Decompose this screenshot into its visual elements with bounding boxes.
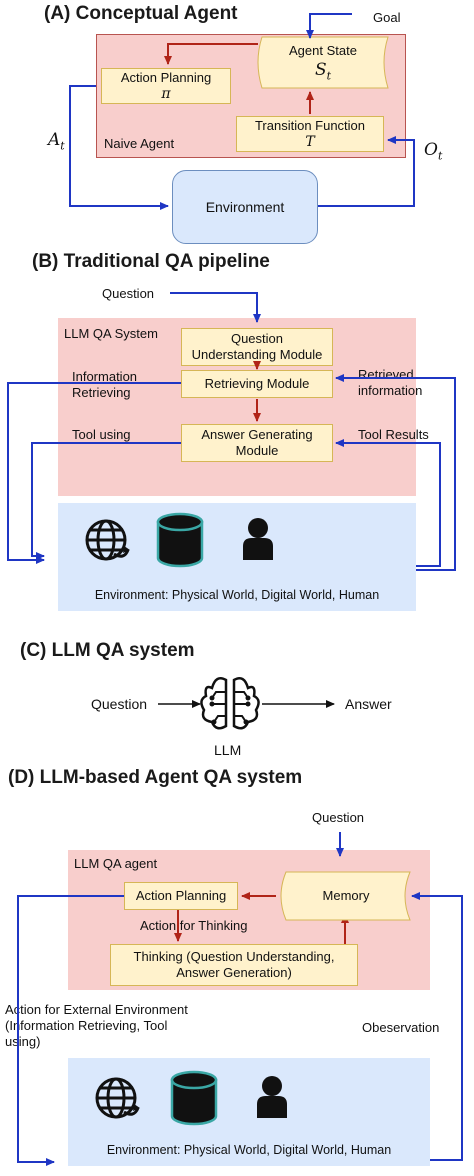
naive-agent-label: Naive Agent [104, 136, 175, 151]
retrieved-info-line2: information [358, 383, 423, 398]
question-label-c: Question [91, 696, 148, 712]
tool-using-label: Tool using [72, 427, 131, 442]
qu-module-line1: Question [230, 331, 284, 347]
llm-brain-icon [200, 677, 260, 730]
observation-symbol: Ot [424, 140, 443, 163]
question-label-b: Question [102, 286, 155, 301]
info-retrieving-line1: Information [72, 369, 138, 384]
agent-state-node: Agent State St [258, 43, 388, 82]
thinking-box: Thinking (Question Understanding, Answer… [110, 944, 358, 986]
question-understanding-module: Question Understanding Module [181, 328, 333, 366]
panel-d-title: (D) LLM-based Agent QA system [8, 767, 303, 788]
llm-qa-agent-label: LLM QA agent [74, 856, 158, 871]
environment-box-a: Environment [172, 170, 318, 244]
environment-label-b: Environment: Physical World, Digital Wor… [94, 588, 380, 602]
action-planning-label-d: Action Planning [135, 888, 227, 904]
answer-module-line1: Answer Generating [201, 427, 313, 443]
agent-state-label: Agent State [289, 43, 357, 58]
question-label-d: Question [312, 810, 365, 825]
answer-module-line2: Module [235, 443, 279, 458]
info-retrieving-line2: Retrieving [72, 385, 131, 400]
external-action-line2: (Information Retrieving, Tool [5, 1018, 168, 1033]
panel-a-title: (A) Conceptual Agent [44, 3, 238, 24]
retrieving-module-label: Retrieving Module [204, 376, 310, 392]
agent-state-subscript: t [326, 68, 332, 82]
qu-module-line2: Understanding Module [191, 347, 323, 362]
transition-function-box: Transition Function T [236, 116, 384, 152]
thinking-line2: Answer Generation) [176, 965, 292, 980]
transition-function-symbol: T [305, 133, 315, 150]
transition-function-label: Transition Function [254, 118, 366, 134]
retrieved-info-line1: Retrieved [358, 367, 414, 382]
panel-c-title: (C) LLM QA system [20, 640, 195, 661]
tool-results-label: Tool Results [358, 427, 429, 442]
action-planning-box: Action Planning π [101, 68, 231, 104]
observation-label: Obeservation [362, 1020, 440, 1035]
memory-node-label: Memory [322, 888, 370, 903]
action-planning-box-d: Action Planning [124, 882, 238, 910]
answer-label-c: Answer [345, 696, 392, 712]
answer-generating-module: Answer Generating Module [181, 424, 333, 462]
action-planning-symbol: π [161, 85, 171, 102]
retrieving-module: Retrieving Module [181, 370, 333, 398]
goal-label: Goal [373, 10, 401, 25]
llm-qa-system-label: LLM QA System [64, 326, 158, 341]
action-symbol: At [48, 130, 65, 153]
llm-label: LLM [214, 742, 242, 758]
thinking-line1: Thinking (Question Understanding, [133, 949, 335, 965]
action-for-thinking-label: Action for Thinking [140, 918, 248, 933]
environment-label-a: Environment [205, 198, 285, 215]
external-action-line1: Action for External Environment [5, 1002, 188, 1017]
external-action-line3: using) [5, 1034, 41, 1049]
environment-label-d: Environment: Physical World, Digital Wor… [106, 1143, 392, 1157]
panel-b-title: (B) Traditional QA pipeline [32, 251, 270, 272]
agent-state-symbol: S [314, 59, 327, 80]
action-planning-label: Action Planning [120, 70, 212, 86]
